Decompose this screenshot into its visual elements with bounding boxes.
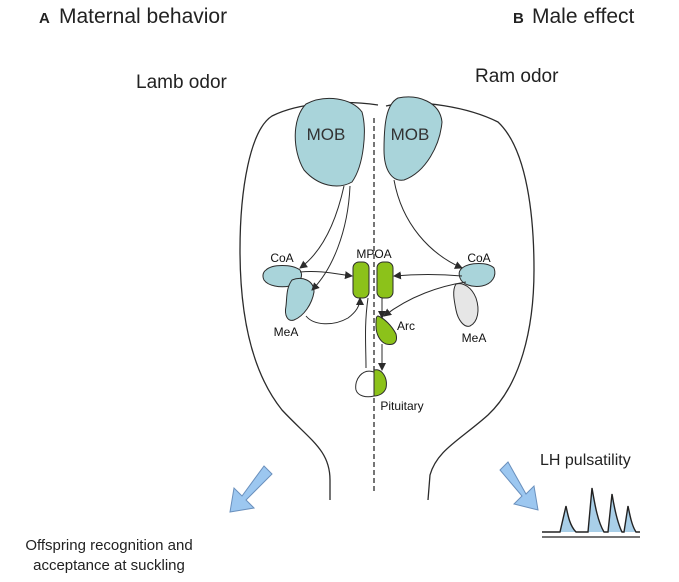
stimulus-ram-odor: Ram odor: [475, 66, 559, 87]
mea-right-shape: [453, 283, 479, 327]
mpoa-right-shape: [376, 261, 394, 299]
arc-shape: [375, 315, 397, 345]
outcome-arrow-right: [499, 461, 539, 511]
path-mob-to-coa-left: [299, 185, 345, 269]
path-mob-to-mea-left: [311, 185, 351, 291]
lh-pulse-trace: [542, 487, 640, 538]
mea-left-label: MeA: [274, 325, 299, 339]
outcome-arrow-left: [229, 465, 273, 513]
mob-right-label: MOB: [391, 125, 430, 144]
mob-left-shape: [294, 98, 365, 187]
panel-b-title: Male effect: [532, 5, 635, 28]
outcome-left-line2: acceptance at suckling: [33, 557, 185, 574]
path-mpoa-to-pituitary-left: [365, 297, 369, 369]
mpoa-label: MPOA: [356, 247, 391, 261]
pituitary-shape: [355, 370, 375, 398]
mob-left-label: MOB: [307, 125, 346, 144]
path-mea-to-mpoa-left: [305, 297, 364, 325]
coa-right-shape: [458, 263, 496, 287]
coa-left-label: CoA: [270, 251, 293, 265]
pituitary-label: Pituitary: [380, 399, 423, 413]
brain-outline-left: [239, 101, 379, 500]
coa-right-label: CoA: [467, 251, 490, 265]
path-coa-to-mpoa-right: [393, 271, 463, 280]
arc-label: Arc: [397, 319, 415, 333]
panel-a-title: Maternal behavior: [59, 5, 228, 28]
mea-left-shape: [285, 278, 315, 321]
outcome-left-line1: Offspring recognition and: [25, 537, 193, 554]
outcome-right: LH pulsatility: [540, 452, 631, 469]
mpoa-left-shape: [352, 261, 370, 299]
path-coa-to-arc-right: [383, 281, 467, 317]
panel-a-letter: A: [39, 10, 50, 27]
mea-right-label: MeA: [462, 331, 487, 345]
path-coa-to-mpoa-left: [299, 271, 353, 280]
brain-outline-right: [385, 102, 535, 501]
stimulus-lamb-odor: Lamb odor: [136, 72, 227, 93]
outcome-left: Offspring recognition and acceptance at …: [4, 536, 214, 576]
pituitary-green-shape: [373, 369, 387, 397]
mob-right-shape: [383, 96, 443, 181]
panel-b-letter: B: [513, 10, 524, 27]
path-mob-to-coa-right: [393, 179, 463, 269]
